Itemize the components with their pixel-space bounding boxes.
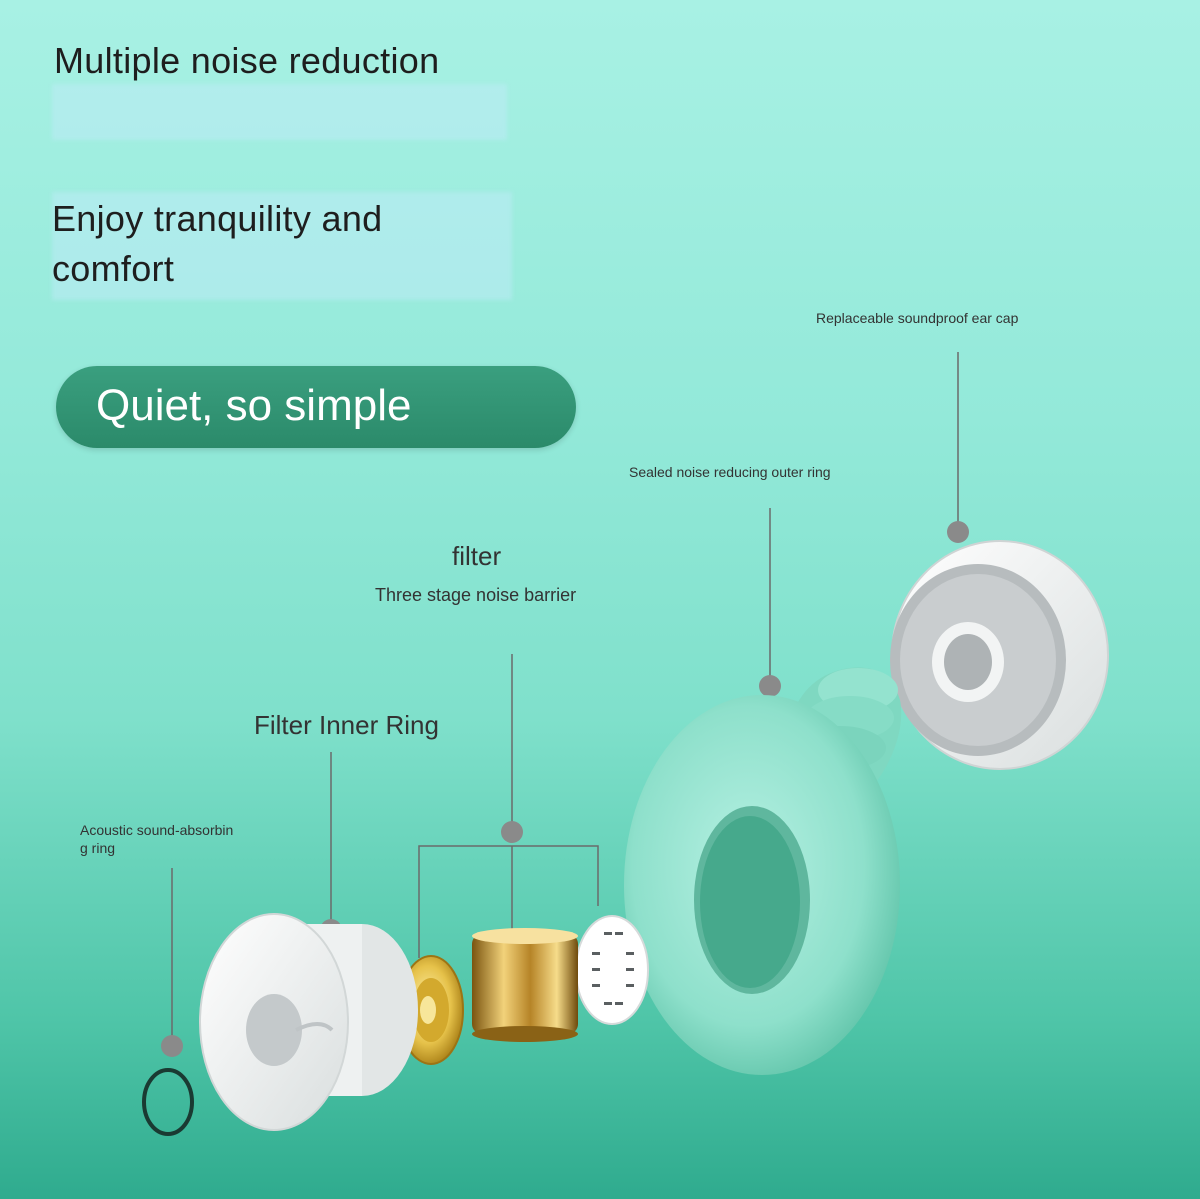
label-inner-ring: Filter Inner Ring bbox=[254, 710, 439, 740]
heading-tranquility: Enjoy tranquility and bbox=[52, 198, 383, 239]
ear-cap-part bbox=[890, 540, 1109, 770]
label-filter: filter bbox=[452, 541, 502, 571]
label-outer-ring: Sealed noise reducing outer ring bbox=[629, 464, 831, 480]
heading-noise-reduction: Multiple noise reduction bbox=[54, 40, 440, 81]
leader-lines bbox=[171, 352, 959, 1046]
label-ear-cap: Replaceable soundproof ear cap bbox=[816, 310, 1019, 326]
label-filter-sub: Three stage noise barrier bbox=[375, 585, 577, 605]
label-acoustic-line2: g ring bbox=[80, 840, 116, 856]
tagline-badge: Quiet, so simple bbox=[56, 366, 576, 448]
label-acoustic-line1: Acoustic sound-absorbin bbox=[80, 822, 234, 838]
gold-ring-part bbox=[472, 928, 578, 1042]
blurred-caption bbox=[52, 192, 512, 300]
heading-comfort: comfort bbox=[52, 248, 175, 289]
tagline-text: Quiet, so simple bbox=[96, 381, 412, 430]
inner-ring-part bbox=[199, 913, 418, 1131]
filter-mesh-part bbox=[575, 915, 649, 1025]
acoustic-o-ring-part bbox=[142, 1068, 194, 1136]
outer-ring-part bbox=[624, 667, 902, 1075]
blurred-caption bbox=[52, 84, 507, 140]
